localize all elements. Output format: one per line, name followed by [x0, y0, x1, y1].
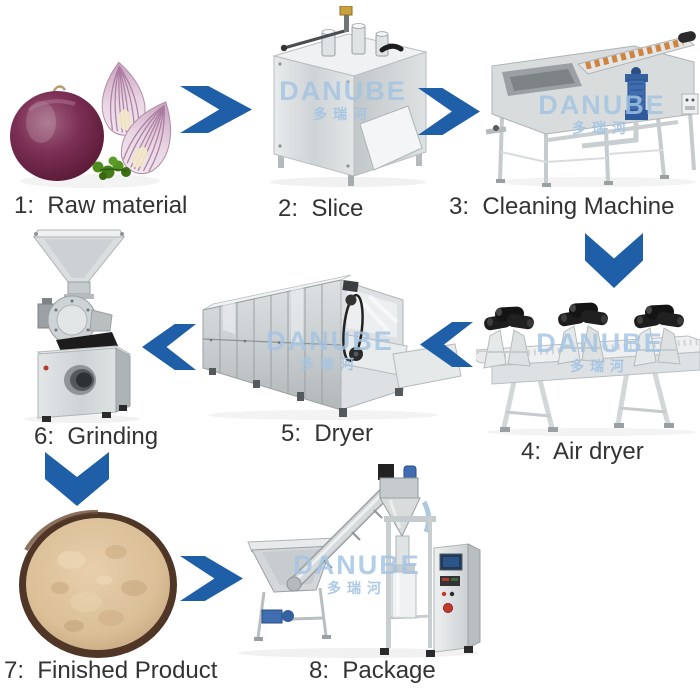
- parsley-sprig: [92, 156, 131, 180]
- chain-drive: [342, 280, 364, 363]
- onion-powder-bowl-image: [19, 510, 177, 658]
- dryer-photo: [193, 270, 465, 422]
- cleaning-machine-image: [486, 31, 699, 187]
- step-label-package: 8: Package: [309, 657, 436, 684]
- flow-arrow-1-to-2: [180, 86, 252, 133]
- step-label-slice: 2: Slice: [278, 195, 364, 222]
- flow-arrow-7-to-8: [180, 556, 243, 601]
- step-label-grinding: 6: Grinding: [34, 423, 159, 450]
- step-label-raw-material: 1: Raw material: [14, 192, 188, 219]
- flow-arrow-5-to-6: [142, 324, 196, 370]
- flow-arrow-3-to-4: [585, 233, 643, 288]
- grinding-machine-image: [24, 229, 140, 423]
- step-label-air-dryer: 4: Air dryer: [521, 438, 644, 465]
- air-dryer-image: [476, 301, 700, 436]
- red-onions-image: [10, 59, 177, 188]
- package-machine-photo: [228, 452, 486, 660]
- flow-arrow-2-to-3: [418, 88, 480, 135]
- slice-machine-photo: [256, 6, 434, 188]
- air-dryer-photo: [476, 286, 700, 436]
- slicing-machine-image: [270, 6, 428, 187]
- dryer-image: [202, 274, 462, 420]
- step-label-dryer: 5: Dryer: [281, 420, 374, 447]
- whole-onion: [10, 85, 104, 181]
- flow-arrow-6-to-7: [45, 452, 109, 506]
- flow-arrow-4-to-5: [420, 322, 473, 367]
- finished-product-photo: [16, 510, 180, 660]
- step-label-cleaning-machine: 3: Cleaning Machine: [449, 193, 675, 220]
- packing-machine-image: [238, 464, 481, 658]
- raw-material-photo: [5, 40, 177, 190]
- grinding-machine-photo: [12, 228, 147, 424]
- cleaning-machine-photo: [486, 22, 700, 190]
- step-label-finished-product: 7: Finished Product: [4, 657, 218, 684]
- pump-motor: [625, 67, 648, 120]
